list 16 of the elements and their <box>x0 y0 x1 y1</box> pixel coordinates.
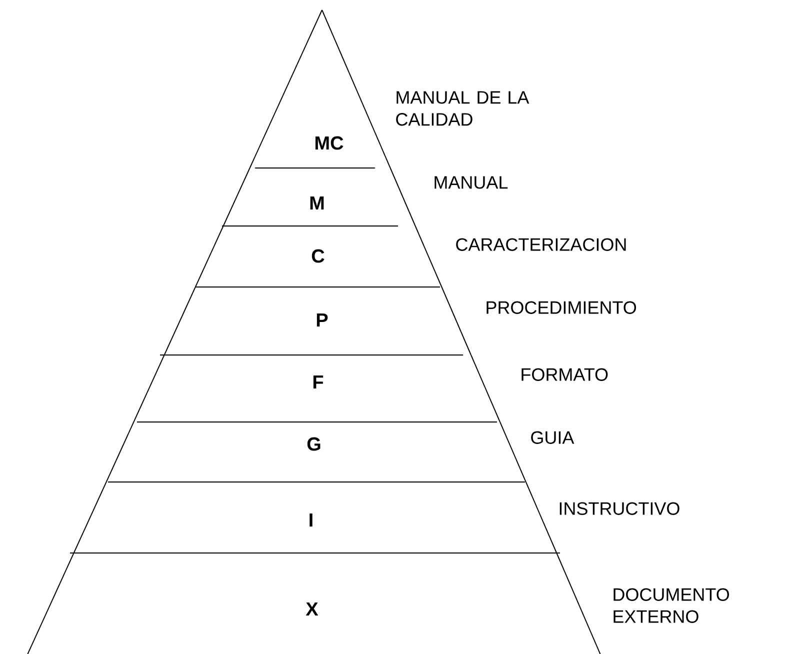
level-label: MANUAL <box>434 176 508 189</box>
pyramid-level: F <box>133 354 500 422</box>
level-label: DOCUMENTO EXTERNO <box>614 588 730 623</box>
pyramid-level: I <box>73 482 558 554</box>
pyramid-level: X <box>27 552 601 654</box>
pyramid-level: MC <box>249 10 391 168</box>
pyramid-level: M <box>222 168 416 226</box>
level-label: PROCEDIMIENTO <box>486 301 636 314</box>
pyramid-level: C <box>194 226 442 288</box>
level-label: GUIA <box>531 431 574 444</box>
level-label: CARACTERIZACION <box>456 238 626 251</box>
level-label: FORMATO <box>522 368 608 381</box>
level-label: MANUAL DE LA CALIDAD <box>396 91 530 126</box>
level-label: INSTRUCTIVO <box>560 502 680 515</box>
pyramid-level: G <box>106 422 526 482</box>
pyramid-level: P <box>164 286 472 356</box>
